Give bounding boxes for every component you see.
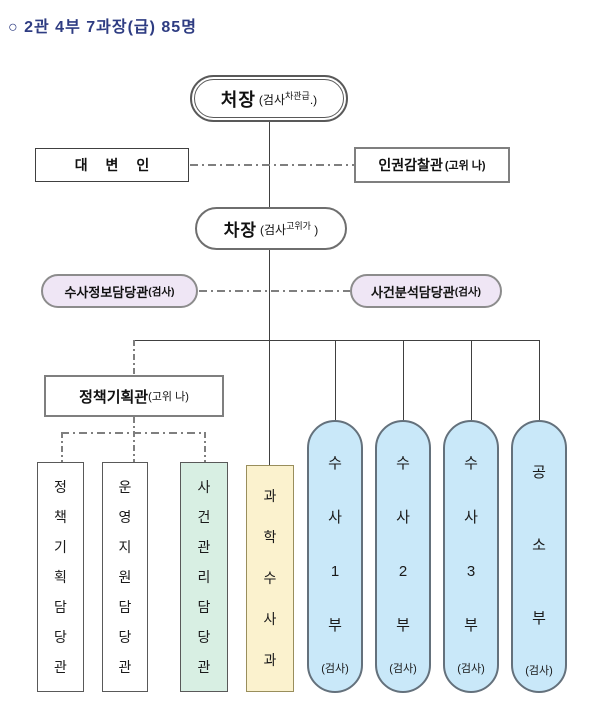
- node-invest-info-officer: 수사정보담당관(검사): [41, 274, 198, 308]
- deputy-rank: (검사고위가 ): [260, 221, 319, 237]
- dept-invest-2-label: 수 사 2 부: [396, 455, 410, 634]
- node-dept-case-management: 사 건 관 리 담 당 관: [180, 462, 228, 692]
- deputy-name: 차장: [223, 221, 257, 240]
- node-dept-forensic-science: 과 학 수 사 과: [246, 465, 294, 692]
- dept-operations-support-label: 운 영 지 원 담 당 관: [118, 479, 132, 675]
- node-dept-prosecution: 공 소 부 (검사): [511, 420, 567, 693]
- connector-to-dept-policy: [61, 432, 63, 462]
- hr-monitor-rank: (고위 나): [444, 160, 486, 172]
- connector-to-dept-casemgmt: [204, 432, 206, 462]
- dept-invest-2-sub: (검사): [389, 663, 417, 675]
- connector-main-horizontal: [134, 340, 539, 341]
- node-spokesperson: 대 변 인: [35, 148, 189, 182]
- node-policy-planning-officer: 정책기획관(고위 나): [44, 375, 224, 417]
- case-analysis-officer-name: 사건분석담당관: [370, 284, 455, 300]
- node-deputy: 차장 (검사고위가 ): [195, 207, 347, 250]
- chief-rank: (검사차관급.): [258, 91, 318, 107]
- hr-monitor-name: 인권감찰관: [378, 157, 443, 173]
- node-chief: 처장 (검사차관급.): [190, 75, 348, 122]
- connector-to-policy-planning: [133, 340, 135, 375]
- chief-name: 처장: [220, 89, 256, 110]
- connector-deputy-down: [269, 250, 270, 340]
- case-analysis-officer-rank: (검사): [454, 285, 482, 298]
- dept-case-management-label: 사 건 관 리 담 당 관: [197, 479, 211, 675]
- policy-planning-officer-rank: (고위 나): [148, 391, 189, 403]
- connector-to-forensic: [269, 340, 270, 465]
- dept-prosecution-label: 공 소 부: [532, 463, 546, 627]
- dept-invest-1-sub: (검사): [321, 663, 349, 675]
- node-dept-invest-2: 수 사 2 부 (검사): [375, 420, 431, 693]
- connector-policy-down: [133, 417, 135, 462]
- connector-spokes-hrmonitor: [190, 164, 354, 166]
- connector-to-prosecution: [539, 340, 540, 420]
- connector-to-invest2: [403, 340, 404, 420]
- dept-invest-1-label: 수 사 1 부: [328, 455, 342, 634]
- node-dept-policy-planning: 정 책 기 획 담 당 관: [37, 462, 84, 692]
- policy-planning-officer-name: 정책기획관: [79, 388, 149, 406]
- connector-policy-branch: [61, 432, 205, 434]
- invest-info-officer-name: 수사정보담당관: [64, 284, 149, 300]
- node-dept-invest-1: 수 사 1 부 (검사): [307, 420, 363, 693]
- dept-invest-3-sub: (검사): [457, 663, 485, 675]
- node-case-analysis-officer: 사건분석담당관(검사): [350, 274, 502, 308]
- dept-invest-3-label: 수 사 3 부: [464, 455, 478, 634]
- node-dept-operations-support: 운 영 지 원 담 당 관: [102, 462, 148, 692]
- dept-forensic-science-label: 과 학 수 사 과: [263, 488, 277, 668]
- connector-to-invest1: [335, 340, 336, 420]
- page-title: ○ 2관 4부 7과장(급) 85명: [8, 19, 197, 36]
- dept-prosecution-sub: (검사): [525, 664, 553, 677]
- connector-to-invest3: [471, 340, 472, 420]
- invest-info-officer-rank: (검사): [148, 285, 175, 298]
- node-dept-invest-3: 수 사 3 부 (검사): [443, 420, 499, 693]
- spokesperson-name: 대 변 인: [74, 157, 157, 173]
- connector-purple-officers: [199, 290, 350, 292]
- dept-policy-planning-label: 정 책 기 획 담 당 관: [54, 479, 67, 675]
- node-hr-monitor: 인권감찰관 (고위 나): [354, 147, 510, 183]
